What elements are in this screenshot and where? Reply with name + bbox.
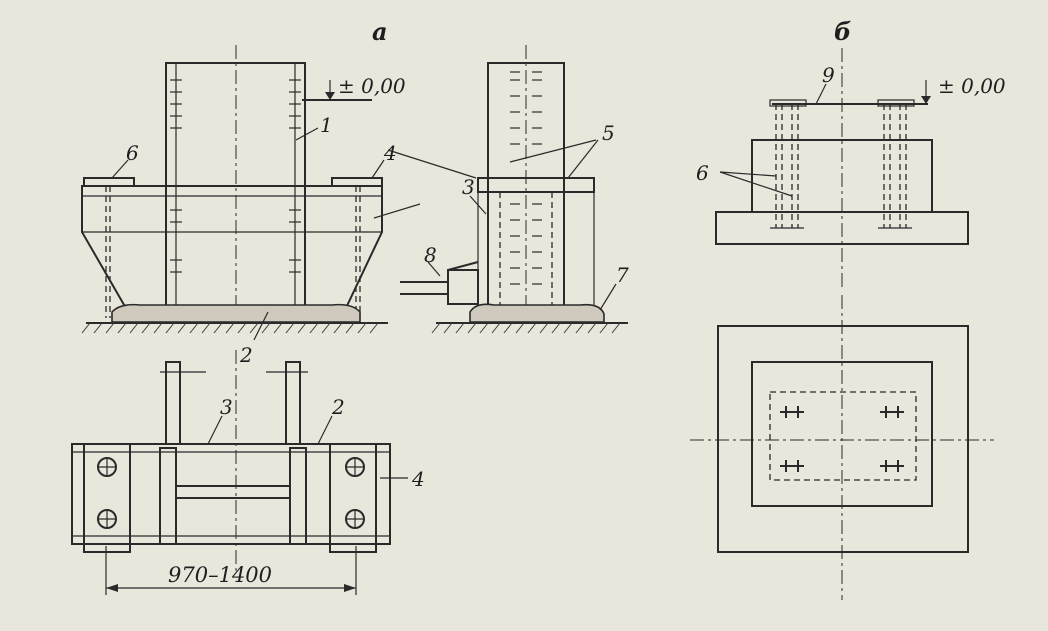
view-a-plan xyxy=(71,350,408,595)
callout-4-lower: 4 xyxy=(411,467,425,491)
column-flange-ticks xyxy=(170,79,301,273)
callout-7: 7 xyxy=(616,263,629,287)
view-label-b: б xyxy=(834,17,851,46)
callout-3-upper: 3 xyxy=(462,175,475,199)
callout-4-upper: 4 xyxy=(383,141,397,165)
callout-9: 9 xyxy=(822,63,835,87)
ground-hatch-a xyxy=(81,322,379,334)
ground-hatch-side xyxy=(431,322,621,334)
view-b-plan xyxy=(690,295,994,600)
callout-1: 1 xyxy=(320,113,333,137)
view-a-side-elevation xyxy=(387,45,628,334)
callout-5: 5 xyxy=(602,121,615,145)
dimension-label: 970–1400 xyxy=(168,563,272,587)
view-b-elevation xyxy=(715,48,969,290)
callout-8: 8 xyxy=(424,243,437,267)
callout-6-a: 6 xyxy=(126,141,139,165)
callout-6-b: 6 xyxy=(696,161,709,185)
view-label-a: а xyxy=(372,17,388,46)
side-column-ticks xyxy=(510,71,542,285)
callout-2-lower: 2 xyxy=(331,395,345,419)
anchor-bolt-marks xyxy=(780,406,904,472)
callout-2-upper: 2 xyxy=(239,343,253,367)
elevation-mark-b: ± 0,00 xyxy=(938,74,1006,98)
elevation-mark-a: ± 0,00 xyxy=(338,74,406,98)
view-a-elevation xyxy=(81,45,421,341)
callout-3-lower: 3 xyxy=(220,395,233,419)
